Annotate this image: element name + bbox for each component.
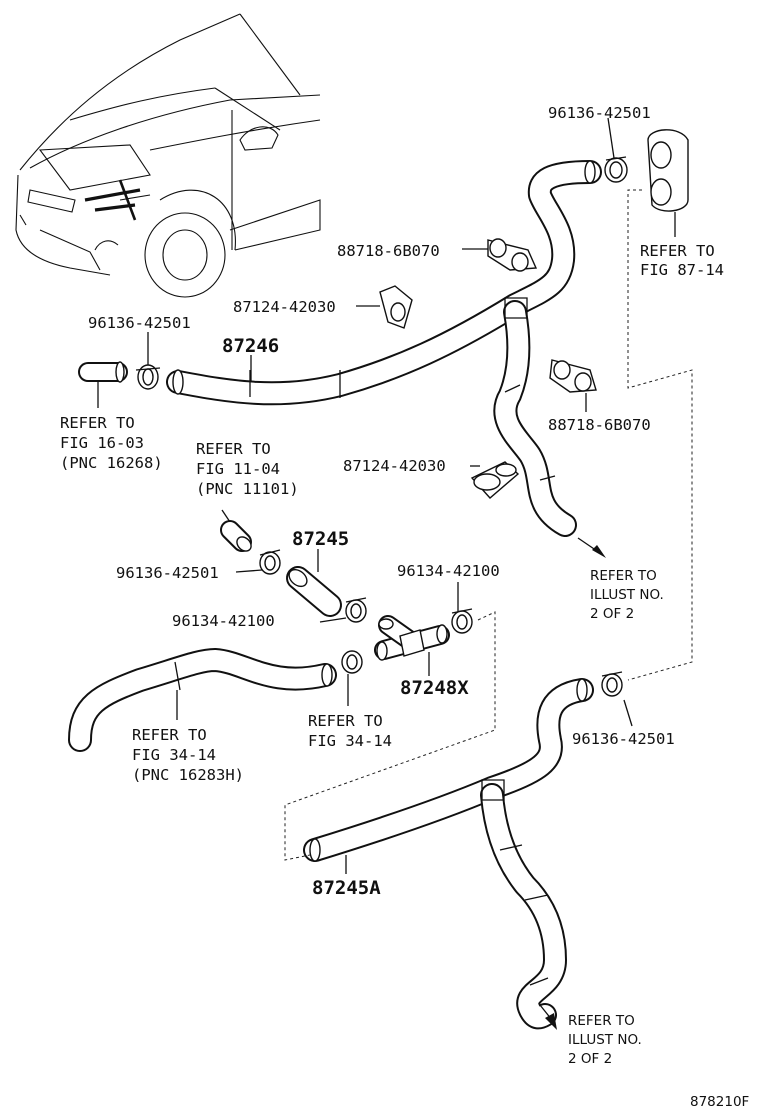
label-hose-87245: 87245	[292, 528, 349, 550]
label-refer-illust-2-a: REFER TO	[568, 1013, 635, 1029]
label-refer-illust-2-b: ILLUST NO.	[568, 1032, 642, 1048]
label-clip-88718-top: 88718-6B070	[337, 242, 440, 260]
arrow-down-icon	[577, 537, 606, 558]
label-refer-illust-1-a: REFER TO	[590, 568, 657, 584]
grommet-fig-87-14	[647, 129, 689, 212]
label-refer-16-03-b: FIG 16-03	[60, 434, 144, 452]
label-refer-34-14-mid-b: FIG 34-14	[308, 732, 392, 750]
hose-87245a[interactable]	[303, 678, 594, 1030]
label-refer-87-14-b: FIG 87-14	[640, 261, 724, 279]
label-joint-87248x: 87248X	[400, 677, 469, 699]
label-refer-illust-2-c: 2 OF 2	[568, 1051, 612, 1067]
label-refer-16-03-a: REFER TO	[60, 414, 135, 432]
clamp-lower-mid	[341, 650, 363, 674]
clamp-96134-right[interactable]	[451, 608, 473, 634]
label-clamp-left: 96136-42501	[88, 314, 191, 332]
hose-fig-34-14	[68, 648, 337, 752]
label-refer-illust-1-c: 2 OF 2	[590, 606, 634, 622]
clamp-96136-lower-right[interactable]	[601, 671, 623, 697]
clamp-96136-mid[interactable]	[259, 549, 281, 575]
label-refer-34-14-mid-a: REFER TO	[308, 712, 383, 730]
label-clamp-mid: 96136-42501	[116, 564, 219, 582]
label-clip-88718-mid: 88718-6B070	[548, 416, 651, 434]
label-refer-illust-1-b: ILLUST NO.	[590, 587, 664, 603]
label-clip-87124-top: 87124-42030	[233, 298, 336, 316]
pipe-stub-left	[78, 361, 128, 383]
phantom-lines	[284, 189, 693, 861]
clip-88718-top[interactable]	[487, 238, 538, 272]
vehicle-sketch-icon	[15, 13, 321, 298]
label-clamp-96134-left: 96134-42100	[172, 612, 275, 630]
clamp-96136-top-right[interactable]	[604, 156, 628, 183]
labels: 96136-42501 REFER TO FIG 87-14 88718-6B0…	[60, 104, 749, 1110]
clip-88718-mid[interactable]	[549, 359, 597, 393]
joint-87248x[interactable]	[374, 615, 450, 661]
pipe-stub-11-04	[220, 509, 252, 552]
leader-lines	[97, 117, 676, 874]
label-refer-34-14-a: REFER TO	[132, 726, 207, 744]
label-refer-16-03-c: (PNC 16268)	[60, 454, 163, 472]
label-refer-11-04-b: FIG 11-04	[196, 460, 280, 478]
clamp-96134-left[interactable]	[345, 597, 367, 623]
label-refer-34-14-b: FIG 34-14	[132, 746, 216, 764]
hose-87246[interactable]	[166, 160, 602, 537]
label-refer-34-14-c: (PNC 16283H)	[132, 766, 244, 784]
clip-87124-mid[interactable]	[470, 461, 520, 499]
label-clip-87124-mid: 87124-42030	[343, 457, 446, 475]
label-clamp-96134-right: 96134-42100	[397, 562, 500, 580]
arrow-down-icon-2	[539, 1004, 557, 1030]
label-refer-11-04-c: (PNC 11101)	[196, 480, 299, 498]
label-hose-87245a: 87245A	[312, 877, 381, 899]
label-refer-11-04-a: REFER TO	[196, 440, 271, 458]
label-clamp-lower-right: 96136-42501	[572, 730, 675, 748]
label-clamp-top-right: 96136-42501	[548, 104, 651, 122]
hose-87245[interactable]	[286, 566, 342, 617]
figure-code: 878210F	[690, 1094, 749, 1110]
clamp-96136-left[interactable]	[135, 364, 161, 390]
label-hose-87246: 87246	[222, 335, 279, 357]
label-refer-87-14-a: REFER TO	[640, 242, 715, 260]
clip-87124-top[interactable]	[379, 285, 413, 329]
